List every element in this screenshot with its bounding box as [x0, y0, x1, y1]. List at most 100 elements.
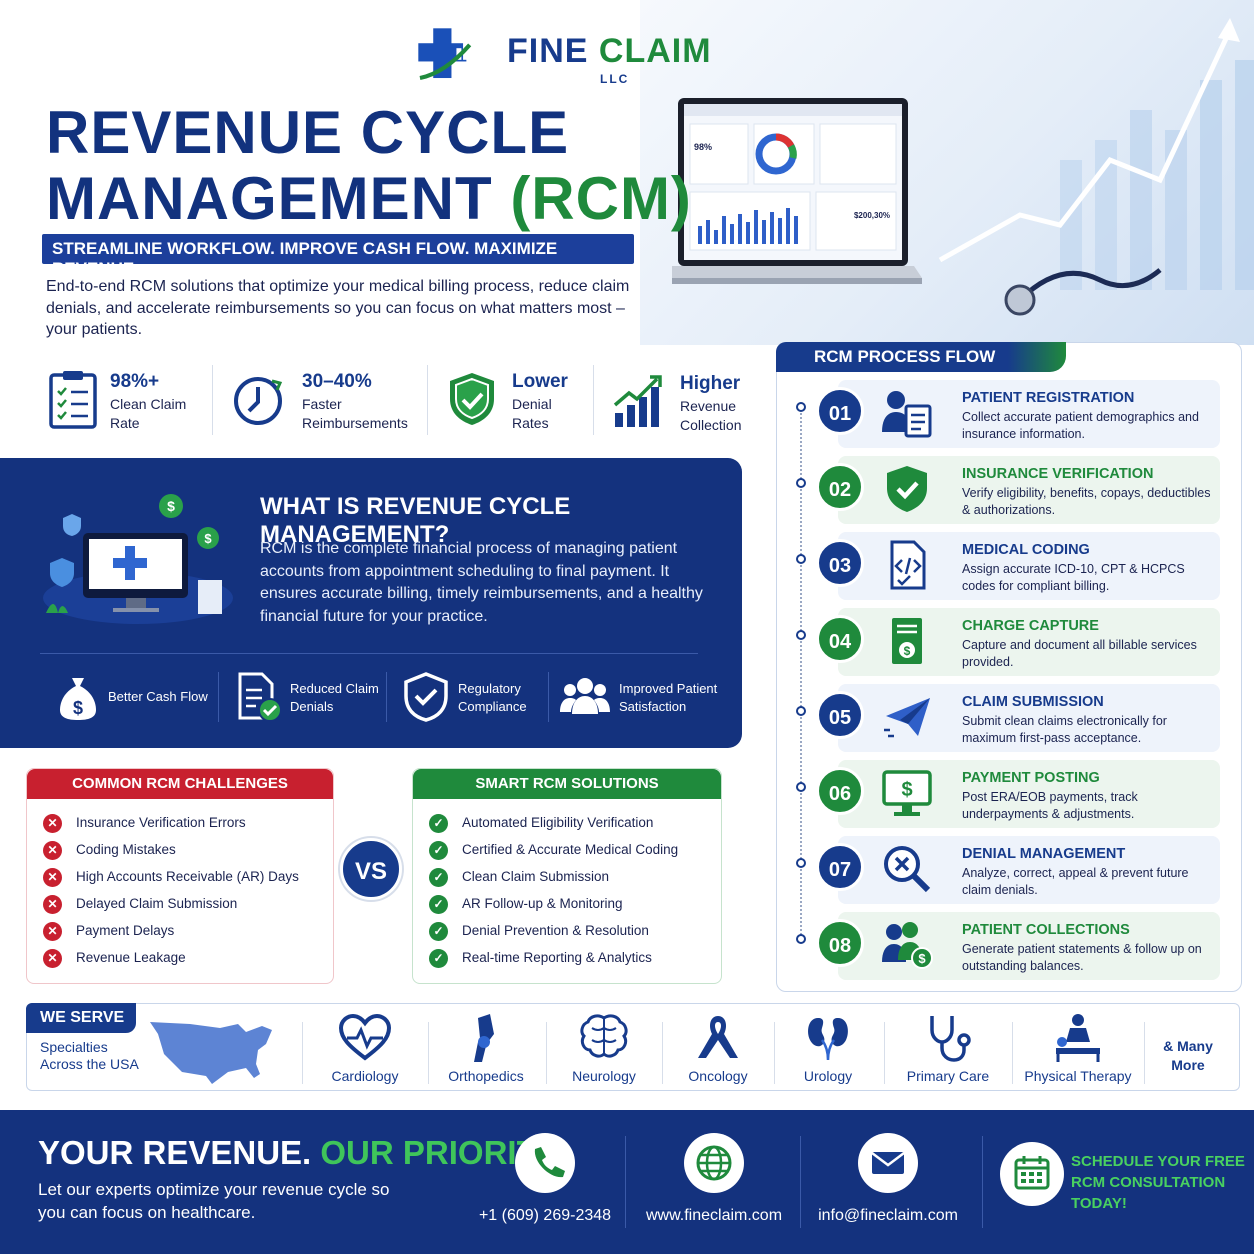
- svg-text:$: $: [167, 498, 175, 514]
- stat-value: Higher: [680, 373, 741, 394]
- benefit-label: Reduced Claim Denials: [290, 681, 379, 714]
- timeline-dot: [796, 554, 806, 564]
- divider: [428, 1022, 429, 1084]
- footer-subtext: Let our experts optimize your revenue cy…: [38, 1180, 390, 1222]
- step-description: Capture and document all billable servic…: [962, 638, 1197, 669]
- specialty-label: Primary Care: [906, 1068, 990, 1084]
- step-number: 07: [816, 843, 864, 891]
- laptop-stat-a: 98%: [694, 142, 712, 152]
- page-title-line2-b: (RCM): [510, 165, 692, 232]
- timeline-dot: [796, 858, 806, 868]
- process-flow-heading: RCM PROCESS FLOW: [776, 342, 1066, 372]
- solutions-panel: SMART RCM SOLUTIONS ✓Automated Eligibili…: [412, 768, 722, 984]
- consultation-cta[interactable]: SCHEDULE YOUR FREE RCM CONSULTATION TODA…: [1071, 1153, 1245, 1212]
- specialty-more: & Many More: [1163, 1038, 1213, 1073]
- x-icon: ✕: [43, 949, 62, 968]
- page-title-line1: REVENUE CYCLE: [46, 99, 570, 166]
- timeline-dot: [796, 630, 806, 640]
- tagline-banner: STREAMLINE WORKFLOW. IMPROVE CASH FLOW. …: [42, 234, 634, 278]
- stat-lower-denial: Lower Denial Rates: [446, 365, 586, 437]
- contact-phone[interactable]: +1 (609) 269-2348: [470, 1133, 620, 1233]
- document-check-icon: [238, 672, 282, 722]
- step-title: PAYMENT POSTING: [962, 770, 1100, 786]
- specialty-cardiology: Cardiology: [310, 1012, 420, 1088]
- specialty-primary-care: Primary Care: [892, 1012, 1004, 1088]
- globe-icon: [684, 1133, 744, 1193]
- x-icon: ✕: [43, 841, 62, 860]
- step-number: 05: [816, 691, 864, 739]
- step-title: DENIAL MANAGEMENT: [962, 846, 1126, 862]
- brain-icon: [580, 1014, 628, 1058]
- laptop-stat-b: $200,30%: [854, 211, 890, 220]
- we-serve-subtitle: Specialties Across the USA: [40, 1039, 139, 1072]
- code-document-icon: [890, 540, 926, 590]
- computer-illustration-icon: $ $: [43, 494, 233, 624]
- specialty-label: Orthopedics: [448, 1068, 524, 1084]
- x-icon: ✕: [43, 895, 62, 914]
- brand-name-part-a: FINE: [507, 32, 599, 70]
- patient-document-icon: [882, 391, 932, 438]
- divider: [982, 1136, 983, 1228]
- process-step-03: 03 MEDICAL CODING Assign accurate ICD-10…: [816, 532, 1220, 600]
- check-icon: ✓: [429, 814, 448, 833]
- brand-logo[interactable]: FINE CLAIM LLC: [415, 20, 735, 90]
- svg-text:$: $: [901, 779, 912, 801]
- divider: [386, 672, 387, 722]
- money-bag-icon: $: [60, 678, 96, 720]
- kidney-icon: [808, 1018, 848, 1061]
- challenge-text: Delayed Claim Submission: [76, 896, 238, 911]
- ribbon-icon: [698, 1016, 738, 1058]
- specialty-oncology: Oncology: [670, 1012, 766, 1088]
- intro-paragraph: End-to-end RCM solutions that optimize y…: [46, 278, 630, 338]
- x-icon: ✕: [43, 868, 62, 887]
- phone-number[interactable]: +1 (609) 269-2348: [478, 1207, 612, 1224]
- person-dollar-icon: $: [882, 922, 933, 969]
- check-icon: ✓: [429, 841, 448, 860]
- benefit-satisfaction: Improved Patient Satisfaction: [560, 672, 730, 722]
- solution-text: Real-time Reporting & Analytics: [462, 950, 652, 965]
- divider: [427, 365, 428, 435]
- step-title: MEDICAL CODING: [962, 542, 1090, 558]
- we-serve-heading: WE SERVE: [26, 1003, 136, 1033]
- benefit-compliance: Regulatory Compliance: [404, 672, 544, 722]
- svg-text:$: $: [73, 698, 83, 718]
- divider: [662, 1022, 663, 1084]
- step-title: PATIENT COLLECTIONS: [962, 922, 1130, 938]
- step-title: PATIENT REGISTRATION: [962, 390, 1135, 406]
- svg-text:$: $: [904, 644, 911, 658]
- step-description: Assign accurate ICD-10, CPT & HCPCS code…: [962, 562, 1185, 593]
- specialty-label: Urology: [803, 1068, 853, 1084]
- what-body: RCM is the complete financial process of…: [260, 540, 703, 625]
- bone-joint-icon: [474, 1014, 494, 1062]
- step-number: 02: [816, 463, 864, 511]
- stat-value: Lower: [512, 371, 568, 392]
- contact-email[interactable]: info@fineclaim.com: [810, 1133, 966, 1233]
- heart-icon: [339, 1013, 391, 1061]
- step-description: Submit clean claims electronically for m…: [962, 714, 1167, 745]
- process-step-01: 01 PATIENT REGISTRATION Collect accurate…: [816, 380, 1220, 448]
- x-icon: ✕: [43, 922, 62, 941]
- brand-suffix: LLC: [600, 72, 630, 86]
- contact-website[interactable]: www.fineclaim.com: [636, 1133, 792, 1233]
- website-link[interactable]: www.fineclaim.com: [645, 1207, 783, 1224]
- usa-map-icon: [150, 1022, 272, 1084]
- step-description: Post ERA/EOB payments, track underpaymen…: [962, 790, 1138, 821]
- challenge-text: Coding Mistakes: [76, 842, 176, 857]
- step-title: CLAIM SUBMISSION: [962, 694, 1104, 710]
- brand-name: FINE CLAIM: [507, 32, 712, 71]
- divider: [546, 1022, 547, 1084]
- people-icon: [560, 678, 610, 714]
- clock-icon: [234, 377, 283, 425]
- solution-text: Denial Prevention & Resolution: [462, 923, 649, 938]
- process-step-08: 08 $ PATIENT COLLECTIONS Generate patien…: [816, 912, 1220, 980]
- process-step-04: 04 $ CHARGE CAPTURE Capture and document…: [816, 608, 1220, 676]
- laptop-dashboard: 98% $200,30%: [664, 96, 922, 311]
- email-link[interactable]: info@fineclaim.com: [818, 1207, 958, 1224]
- shield-check-icon: [887, 466, 927, 512]
- calendar-icon[interactable]: [1000, 1142, 1064, 1206]
- stat-label: Revenue Collection: [680, 398, 742, 433]
- magnifier-x-icon: [884, 846, 931, 893]
- specialty-label: Oncology: [688, 1068, 748, 1084]
- stat-clean-claim: 98%+ Clean Claim Rate: [48, 365, 208, 437]
- therapy-icon: [1056, 1014, 1100, 1062]
